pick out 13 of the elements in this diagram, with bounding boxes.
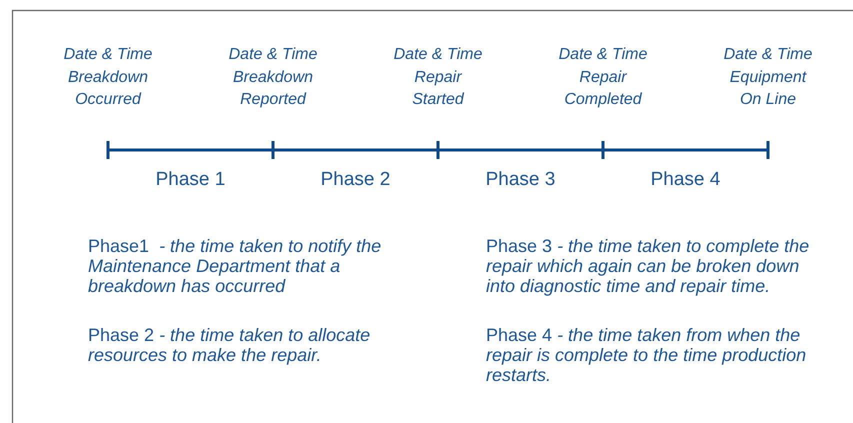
phase-description: Phase 4 - the time taken from when the repair is complete to the time production restarts. xyxy=(486,325,808,385)
phase-label: Phase 2 xyxy=(320,169,392,191)
phase-label: Phase 4 xyxy=(650,169,722,191)
phase-description: Phase1 - the time taken to notify the Maintenance Department that a breakdown has occurred xyxy=(88,236,382,296)
phase-label: Phase 3 xyxy=(484,169,556,191)
milestone-label: Date & Time Repair Completed xyxy=(558,45,648,110)
milestone-label: Date & Time Equipment On Line xyxy=(722,45,814,110)
phase-description: Phase 3 - the time taken to complete the repair which again can be broken down into diagnostic time and repair time. xyxy=(486,236,810,296)
milestone-label: Date & Time Breakdown Reported xyxy=(228,45,318,110)
phase-label: Phase 1 xyxy=(154,169,226,191)
phase-description: Phase 2 - the time taken to allocate resources to make the repair. xyxy=(88,325,372,365)
milestone-label: Date & Time Breakdown Occurred xyxy=(62,45,154,110)
milestone-label: Date & Time Repair Started xyxy=(392,45,484,110)
